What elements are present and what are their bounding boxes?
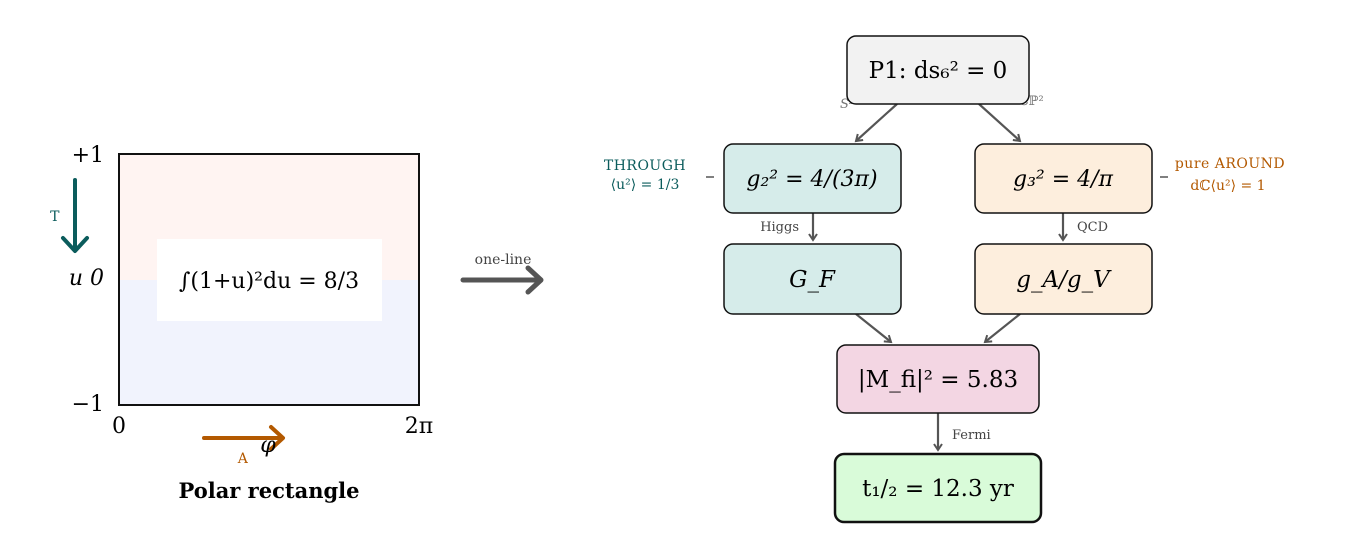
- x-label-left: 0: [112, 414, 126, 439]
- node-p1: [846, 35, 1030, 105]
- edge-p1-g2: [854, 103, 898, 143]
- edge-ga-mfi: [983, 313, 1021, 344]
- polar-rectangle-panel: +1 u 0 −1 0 2π T A φ ∫(1+u)²du = 8/3 Pol…: [50, 143, 433, 503]
- y-label-top: +1: [72, 143, 104, 168]
- edge-p1-g3: [978, 103, 1022, 143]
- node-gf: [723, 243, 902, 315]
- y-label-bottom: −1: [72, 392, 104, 417]
- node-mfi-label: |M_fi|² = 5.83: [858, 367, 1018, 393]
- node-gf-label: G_F: [789, 267, 836, 293]
- phi-label: φ: [260, 433, 276, 458]
- one-line-arrow-head: [525, 265, 544, 295]
- integral-formula: ∫(1+u)²du = 8/3: [179, 269, 359, 294]
- edge-gf-mfi: [855, 313, 893, 344]
- flowchart: S² ℂℙ² Higgs QCD Fermi P1: ds₆² = 0 g₂² …: [604, 35, 1285, 524]
- node-p1-label: P1: ds₆² = 0: [869, 58, 1008, 84]
- one-line-connector: one-line: [460, 252, 544, 295]
- a-label: A: [237, 451, 249, 467]
- around-value: dℂ⟨u²⟩ = 1: [1190, 178, 1265, 194]
- around-title: pure AROUND: [1175, 156, 1285, 172]
- t-arrow-head: [61, 236, 89, 253]
- edge-label-qcd: QCD: [1077, 220, 1108, 235]
- y-label-zero: u 0: [69, 266, 104, 291]
- one-line-label: one-line: [475, 252, 532, 268]
- a-arrow-head: [269, 425, 285, 451]
- node-ga: [974, 243, 1153, 315]
- node-g2-label: g₂² = 4/(3π): [746, 167, 877, 192]
- node-g3-label: g₃² = 4/π: [1013, 167, 1114, 192]
- rect-border: [118, 153, 420, 406]
- node-t12-label: t₁/₂ = 12.3 yr: [862, 476, 1014, 502]
- through-value: ⟨u²⟩ = 1/3: [611, 177, 680, 193]
- edge-label-higgs: Higgs: [760, 220, 799, 235]
- panel-caption: Polar rectangle: [178, 478, 359, 503]
- edge-label-fermi: Fermi: [952, 428, 991, 443]
- through-title: THROUGH: [604, 158, 686, 174]
- node-t12: [833, 452, 1043, 524]
- integral-box: [157, 239, 382, 321]
- node-ga-label: g_A/g_V: [1016, 267, 1112, 293]
- x-label-right: 2π: [405, 414, 433, 439]
- node-g2: [723, 143, 902, 214]
- node-g3: [974, 143, 1153, 214]
- t-label: T: [50, 209, 60, 225]
- node-mfi: [836, 344, 1040, 414]
